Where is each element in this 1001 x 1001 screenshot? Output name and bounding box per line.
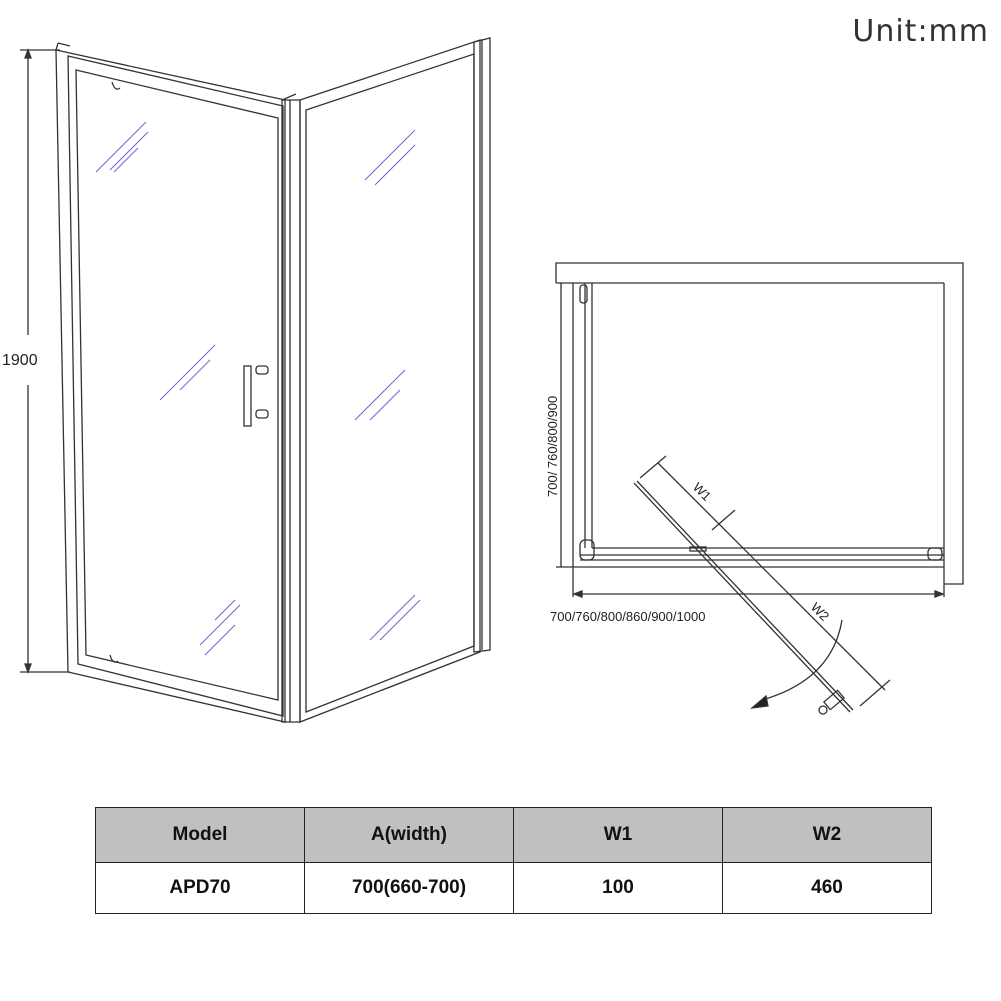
- cell-w2: 460: [722, 862, 932, 914]
- header-w2: W2: [722, 807, 932, 863]
- table-row: APD70 700(660-700) 100 460: [95, 862, 932, 914]
- height-label: 1900: [2, 352, 38, 369]
- pivot-door-panel: [55, 42, 286, 723]
- depth-label: 700/ 760/800/900: [545, 396, 560, 497]
- table-header-row: Model A(width) W1 W2: [95, 807, 932, 863]
- unit-label: Unit:mm: [852, 14, 989, 49]
- door-handle: [243, 365, 252, 427]
- width-label: 700/760/800/860/900/1000: [550, 609, 705, 624]
- height-dimension: 1900: [2, 48, 70, 674]
- glass-reflection-marks: [95, 121, 421, 656]
- cell-width: 700(660-700): [304, 862, 514, 914]
- header-w1: W1: [513, 807, 723, 863]
- header-width: A(width): [304, 807, 514, 863]
- cell-model: APD70: [95, 862, 305, 914]
- cell-w1: 100: [513, 862, 723, 914]
- plan-view: 700/ 760/800/900 700/760/800/860/900/100…: [545, 262, 964, 715]
- w1-label: W1: [690, 480, 714, 504]
- side-panel: [299, 37, 491, 723]
- header-model: Model: [95, 807, 305, 863]
- spec-table: Model A(width) W1 W2 APD70 700(660-700) …: [95, 807, 932, 914]
- w2-label: W2: [808, 600, 832, 624]
- swing-arrow-icon: [749, 694, 769, 709]
